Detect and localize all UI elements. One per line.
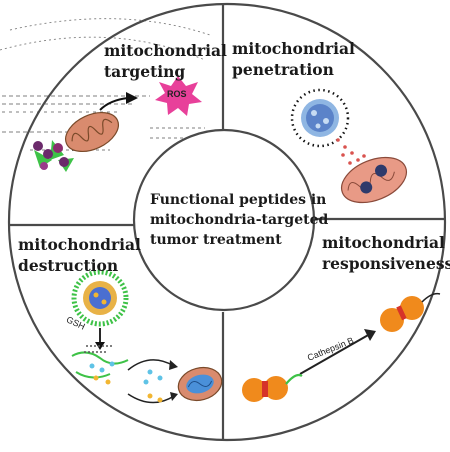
ros-star-icon xyxy=(155,76,202,116)
cleavage-arrow-icon xyxy=(299,333,371,375)
targeting-illustration xyxy=(33,76,202,172)
peptide-conjugate-icon xyxy=(242,373,303,402)
cleaved-construct-icon xyxy=(380,292,441,332)
particle-trail-icon xyxy=(336,138,366,165)
destruction-illustration xyxy=(71,269,223,404)
penetrated-mitochondrion-icon xyxy=(340,156,408,204)
ros-label: ROS xyxy=(167,89,187,99)
destruction-title: mitochondrial destruction xyxy=(18,234,141,276)
center-title-line1: Functional peptides in xyxy=(150,192,327,208)
mitochondrion-icon xyxy=(65,111,119,153)
center-title: Functional peptides in mitochondria-targ… xyxy=(150,190,328,250)
responsiveness-title: mitochondrial responsiveness xyxy=(322,232,450,274)
micelle-icon xyxy=(71,269,129,327)
destruction-title-line1: mitochondrial xyxy=(18,235,141,254)
released-fragments-icon xyxy=(71,345,129,385)
targeting-title: mitochondrial targeting xyxy=(104,40,227,82)
targeting-title-line2: targeting xyxy=(104,62,186,81)
destruction-title-line2: destruction xyxy=(18,256,119,275)
center-title-line3: tumor treatment xyxy=(150,232,282,248)
responsiveness-title-line2: responsiveness xyxy=(322,254,450,273)
responsiveness-illustration xyxy=(242,292,441,402)
damaged-mitochondrion-icon xyxy=(177,366,223,402)
outer-ring xyxy=(7,2,447,442)
responsiveness-title-line1: mitochondrial xyxy=(322,233,445,252)
center-title-line2: mitochondria-targeted xyxy=(150,212,329,228)
targeting-title-line1: mitochondrial xyxy=(104,41,227,60)
center-circle xyxy=(132,128,316,312)
penetration-illustration xyxy=(290,88,408,204)
nanoparticle-icon xyxy=(290,88,350,148)
peptide-cluster-icon xyxy=(33,140,74,172)
targeting-arrow-icon xyxy=(99,97,129,111)
penetration-title: mitochondrial penetration xyxy=(232,38,355,80)
penetration-title-line1: mitochondrial xyxy=(232,39,355,58)
penetration-title-line2: penetration xyxy=(232,60,334,79)
